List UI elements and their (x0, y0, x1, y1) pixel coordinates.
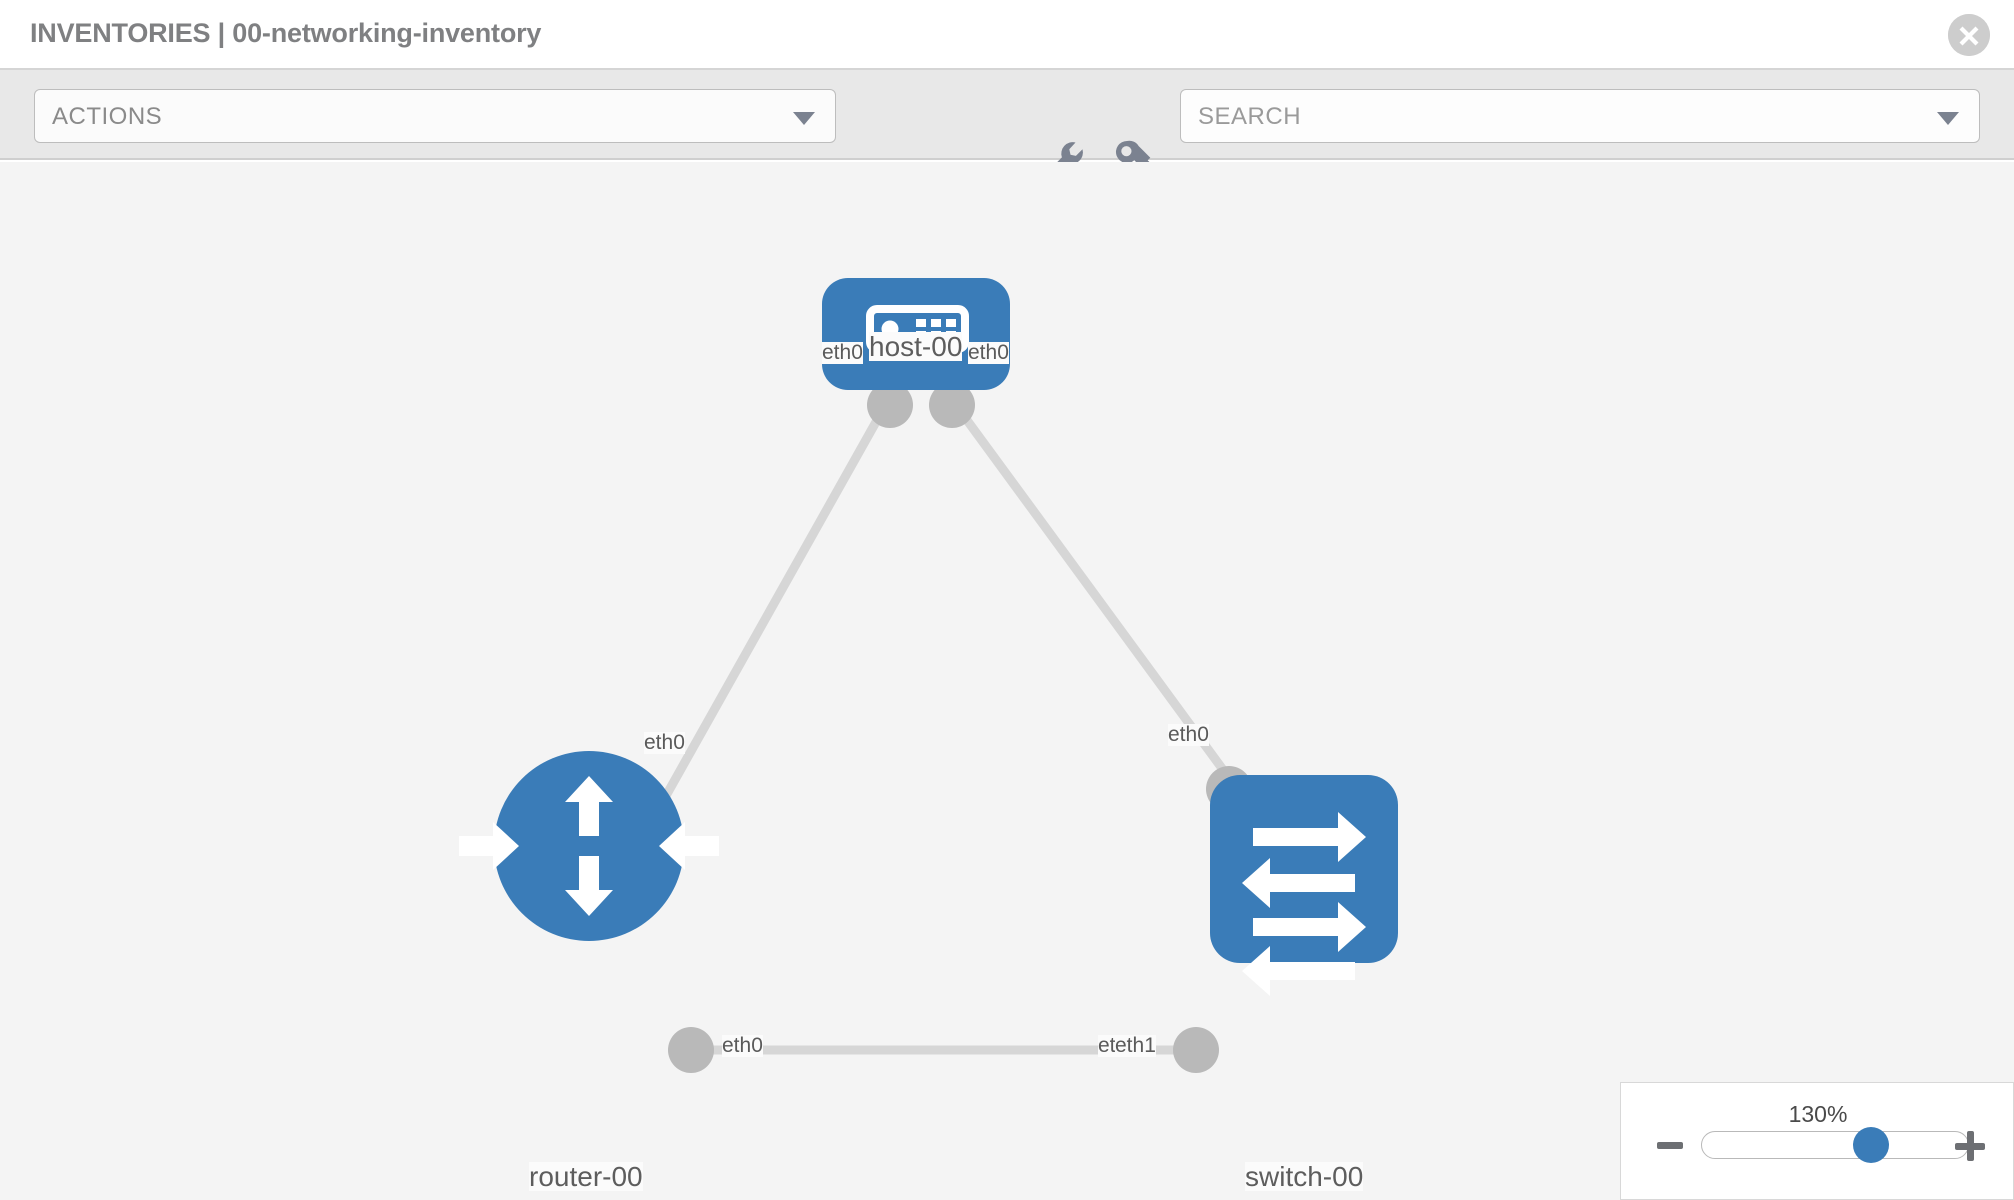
search-input[interactable]: SEARCH (1180, 89, 1980, 143)
link-line (635, 392, 895, 847)
topology-graph (459, 278, 1398, 1073)
port-host-right[interactable] (929, 382, 975, 428)
title-bar: INVENTORIES | 00-networking-inventory (0, 0, 2014, 70)
edge-label-host-left: eth0 (822, 341, 863, 365)
node-switch-00[interactable] (1210, 775, 1398, 996)
actions-dropdown-label: ACTIONS (52, 103, 163, 130)
switch-arrows-icon (1242, 812, 1366, 996)
node-label-router-00: router-00 (529, 1161, 643, 1192)
zoom-slider-track[interactable] (1701, 1131, 1969, 1159)
link-line (945, 392, 1237, 787)
port-router-right[interactable] (668, 1027, 714, 1073)
edge-label-router-right: eth0 (722, 1034, 763, 1058)
zoom-in-button[interactable] (1955, 1131, 1985, 1161)
port-switch-left[interactable] (1173, 1027, 1219, 1073)
node-label-switch-00: switch-00 (1245, 1161, 1364, 1192)
edge-label-switch-up: eth0 (1168, 723, 1209, 747)
edge-label-host-right: eth0 (968, 341, 1009, 365)
topology-canvas[interactable]: eth0 host-00 eth0 eth0 eth0 eth0 eth eth… (0, 162, 2014, 1200)
page-title: INVENTORIES | 00-networking-inventory (30, 18, 542, 48)
edge-label-router-up: eth0 (644, 731, 685, 755)
chevron-down-icon (1937, 112, 1959, 125)
key-icon[interactable] (1110, 135, 1156, 181)
chevron-down-icon (793, 112, 815, 125)
zoom-out-button[interactable] (1657, 1142, 1683, 1149)
edge-label-switch-left-front: eth1 (1115, 1034, 1156, 1058)
actions-dropdown[interactable]: ACTIONS (34, 89, 836, 143)
zoom-slider-thumb[interactable] (1853, 1127, 1889, 1163)
link-host-router (635, 392, 895, 847)
node-shape (494, 751, 684, 941)
router-arrows-icon (459, 776, 719, 916)
port-host-left[interactable] (867, 382, 913, 428)
close-button[interactable] (1948, 14, 1990, 56)
close-circle-icon (1948, 14, 1990, 56)
zoom-percent-label: 130% (1788, 1101, 1848, 1127)
node-label-host-00: host-00 (869, 331, 963, 362)
search-placeholder: SEARCH (1198, 103, 1302, 130)
toolbar: ACTIONS SEARCH (0, 70, 2014, 177)
node-router-00[interactable] (459, 751, 719, 941)
zoom-control[interactable]: 130% (1620, 1082, 2014, 1200)
link-host-switch (945, 392, 1237, 787)
